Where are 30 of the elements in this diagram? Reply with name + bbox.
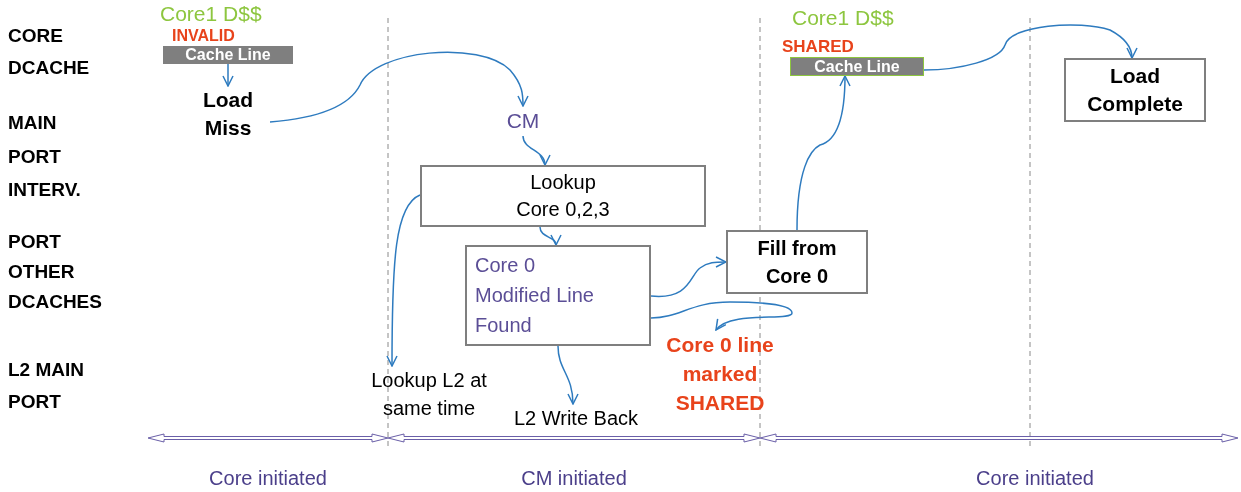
cache-state-text: SHARED	[782, 37, 854, 57]
cache-state-text: INVALID	[172, 26, 235, 46]
row-label: CORE DCACHE	[8, 24, 91, 80]
process-box: Lookup Core 0,2,3	[420, 165, 706, 227]
step-text: CM	[495, 106, 551, 136]
phase-label: CM initiated	[520, 466, 628, 490]
process-box: Load Complete	[1064, 58, 1206, 122]
arrow	[557, 345, 579, 405]
arrow	[522, 135, 550, 166]
arrow	[796, 75, 851, 231]
step-text: Load Miss	[186, 86, 270, 142]
row-label: MAIN PORT	[8, 111, 62, 169]
row-label: OTHER DCACHES	[8, 260, 103, 314]
phase-label: Core initiated	[208, 466, 328, 490]
cache-line-bar: Cache Line	[163, 46, 293, 64]
arrow	[386, 194, 421, 367]
arrow	[650, 301, 793, 331]
arrow	[269, 51, 529, 123]
arrow	[222, 63, 234, 87]
cache-state-text: Core1 D$$	[160, 2, 262, 26]
process-box: Core 0 Modified Line Found	[465, 245, 651, 346]
phase-label: Core initiated	[975, 466, 1095, 490]
cache-line-bar: Cache Line	[790, 57, 924, 76]
row-label: INTERV. PORT	[8, 178, 82, 254]
arrow	[650, 256, 727, 298]
row-label: L2 MAIN PORT	[8, 358, 85, 414]
arrow	[923, 24, 1138, 71]
cache-state-text: Core1 D$$	[792, 6, 894, 30]
process-box: Fill from Core 0	[726, 230, 868, 294]
arrow	[539, 226, 561, 246]
